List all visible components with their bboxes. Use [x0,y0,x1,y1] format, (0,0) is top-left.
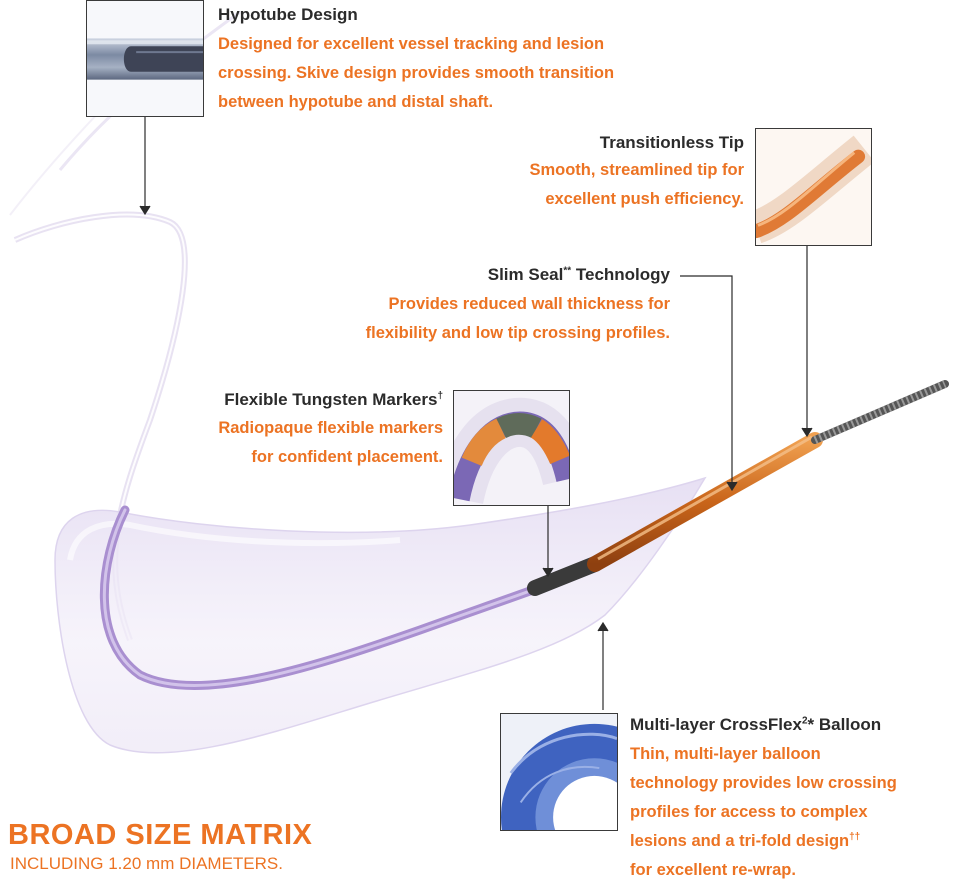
markers-desc-line: Radiopaque flexible markers [218,419,443,437]
slim-seal-sup: ** [563,265,572,277]
balloon-title-sup: 2 [801,715,808,727]
markers-sup: † [437,390,443,402]
slim-seal-desc-line: flexibility and low tip crossing profile… [365,324,670,342]
slim-seal-callout: Slim Seal** Technology Provides reduced … [300,264,670,348]
coil-wire-tip [811,380,949,444]
orange-distal-shaft [587,432,823,572]
hypotube-title: Hypotube Design [218,5,358,24]
balloon-desc-line: technology provides low crossing [630,774,897,792]
tip-closeup-image [755,128,872,246]
tungsten-marker-band [527,556,603,596]
balloon-line4-sup: †† [849,831,861,843]
leader-lines [139,117,813,710]
tip-desc-line: Smooth, streamlined tip for [529,161,744,179]
balloon-desc-line: profiles for access to complex [630,803,868,821]
hypotube-desc-line: between hypotube and distal shaft. [218,93,494,111]
slim-seal-title: Slim Seal** Technology [487,265,670,284]
tip-callout: Transitionless Tip Smooth, streamlined t… [460,132,744,214]
tip-title: Transitionless Tip [599,133,744,152]
markers-callout: Flexible Tungsten Markers† Radiopaque fl… [160,389,443,472]
hypotube-desc-line: crossing. Skive design provides smooth t… [218,64,615,82]
balloon-callout: Multi-layer CrossFlex2* Balloon Thin, mu… [630,714,955,885]
balloon-desc-line: Thin, multi-layer balloon [630,745,821,763]
slim-seal-desc-line: Provides reduced wall thickness for [388,295,670,313]
markers-title: Flexible Tungsten Markers† [224,390,443,409]
markers-desc-line: for confident placement. [251,448,443,466]
balloon-envelope [54,476,707,754]
hypotube-closeup-image [86,0,204,117]
markers-closeup-image [453,390,570,506]
size-matrix-subheading: INCLUDING 1.20 mm DIAMETERS. [10,854,283,873]
hypotube-callout: Hypotube Design Designed for excellent v… [218,4,658,117]
hypotube-desc-line: Designed for excellent vessel tracking a… [218,35,605,53]
slim-seal-title-suffix: Technology [571,265,670,284]
size-matrix-heading: BROAD SIZE MATRIX [8,819,313,851]
balloon-title-post: * Balloon [807,715,882,734]
balloon-desc-line: for excellent re-wrap. [630,861,796,879]
balloon-title: Multi-layer CrossFlex2* Balloon [630,715,882,734]
balloon-closeup-image [500,713,618,831]
tip-desc-line: excellent push efficiency. [545,190,744,208]
balloon-desc-line: lesions and a tri-fold design†† [630,831,861,850]
